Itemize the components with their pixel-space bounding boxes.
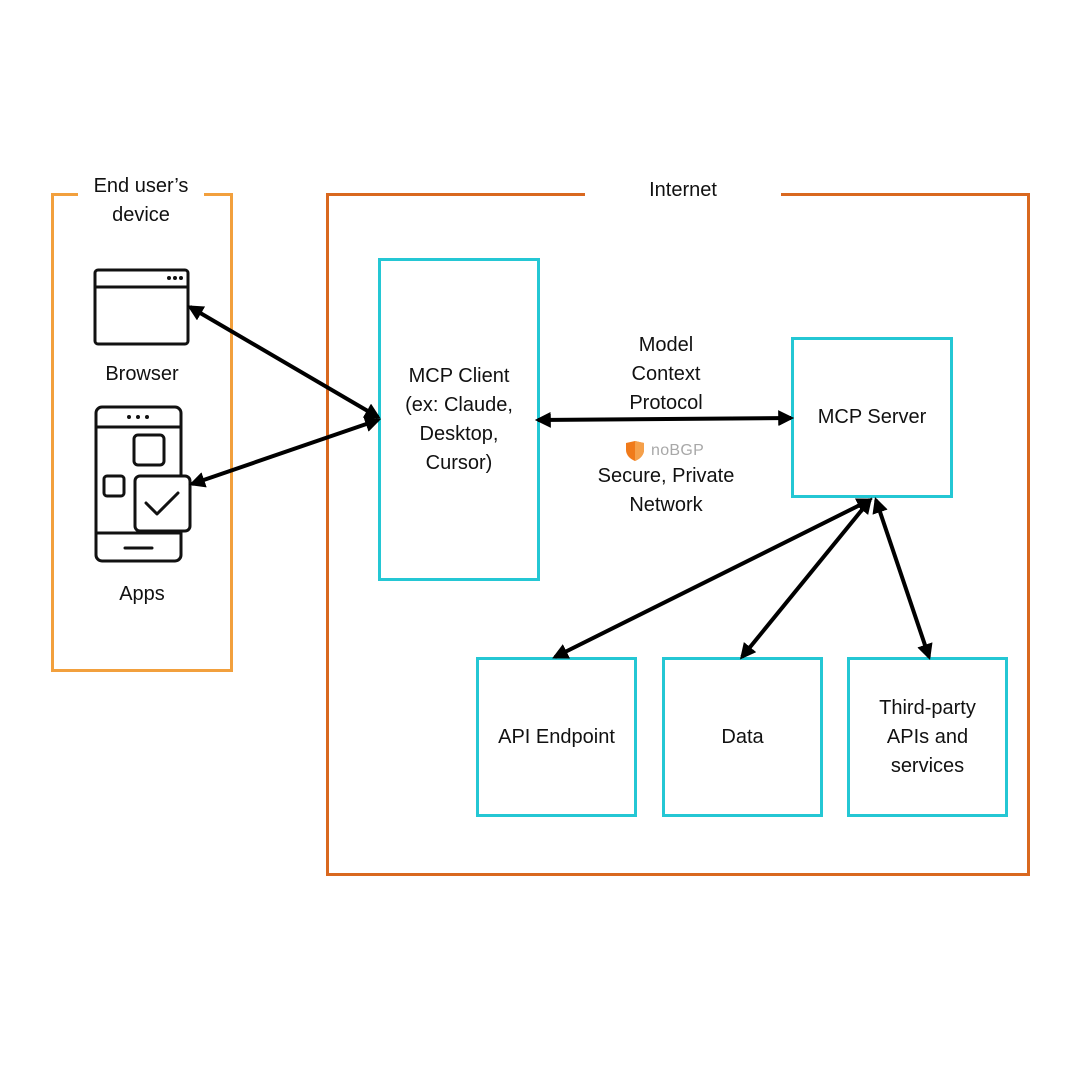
mcp-client-box: MCP Client (ex: Claude, Desktop, Cursor) bbox=[378, 258, 540, 581]
protocol-label: Model Context Protocol bbox=[629, 334, 703, 414]
api-endpoint-box: API Endpoint bbox=[476, 657, 637, 817]
server-data-arrow bbox=[739, 497, 873, 660]
mobile-apps-icon bbox=[94, 405, 192, 563]
end-user-device-title: End user’s device bbox=[78, 172, 204, 230]
browser-client-arrow bbox=[187, 305, 381, 419]
nobgp-shield-icon bbox=[626, 441, 644, 461]
browser-label: Browser bbox=[105, 363, 179, 385]
mcp-server-label: MCP Server bbox=[817, 406, 927, 428]
server-third-party-arrow bbox=[872, 496, 933, 661]
data-label: Data bbox=[721, 725, 764, 748]
client-server-arrow bbox=[534, 410, 795, 428]
third-party-apis-box: Third-party APIs and services bbox=[847, 657, 1008, 817]
nobgp-brand: noBGP bbox=[624, 439, 720, 463]
mcp-server-box: MCP Server bbox=[791, 337, 953, 498]
server-api-arrow bbox=[552, 498, 873, 659]
apps-label: Apps bbox=[119, 583, 165, 605]
browser-window-icon bbox=[93, 268, 190, 346]
mcp-client-label: MCP Client (ex: Claude, Desktop, Cursor) bbox=[405, 364, 513, 474]
apps-client-arrow bbox=[188, 416, 382, 488]
data-box: Data bbox=[662, 657, 823, 817]
third-party-apis-label: Third-party APIs and services bbox=[879, 696, 976, 777]
api-endpoint-label: API Endpoint bbox=[498, 725, 615, 748]
internet-title: Internet bbox=[585, 176, 781, 210]
nobgp-brand-text: noBGP bbox=[651, 442, 705, 459]
